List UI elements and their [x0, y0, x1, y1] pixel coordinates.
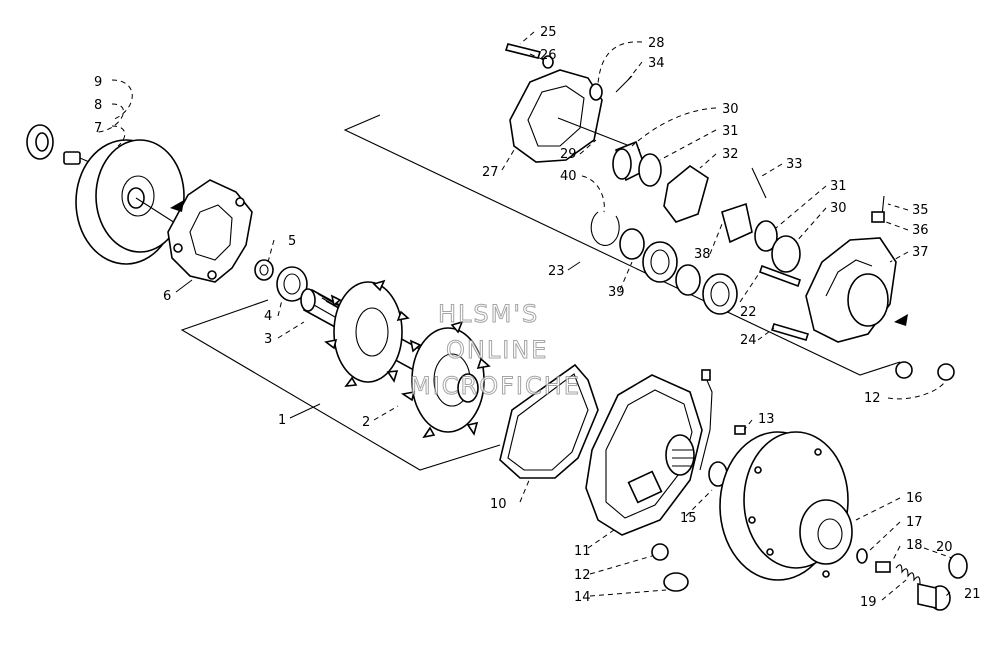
part-5-nut — [254, 259, 274, 281]
part-27-caliper-half — [509, 69, 603, 163]
callout-5: 5 — [288, 234, 296, 249]
callout-12-upper: 12 — [864, 391, 881, 406]
part-24-bolt — [770, 323, 810, 341]
callout-8: 8 — [94, 98, 102, 113]
callout-25: 25 — [540, 25, 557, 40]
callout-13: 13 — [758, 412, 775, 427]
part-31-seal-lower — [754, 220, 778, 252]
part-2-sprocket-right — [400, 320, 491, 439]
part-31-seal-upper — [638, 153, 662, 187]
part-32-brake-pad — [663, 165, 709, 223]
callout-33: 33 — [786, 157, 803, 172]
callout-1: 1 — [278, 413, 286, 428]
part-29-pin — [557, 117, 641, 151]
part-11-gearcase — [585, 374, 703, 536]
part-9-washer — [26, 124, 54, 160]
callout-37: 37 — [912, 245, 929, 260]
part-37-caliper-body — [805, 237, 897, 343]
part-6-bearing-housing — [167, 179, 253, 283]
callout-29: 29 — [560, 147, 577, 162]
direction-arrows — [170, 200, 908, 326]
callout-20: 20 — [936, 540, 953, 555]
part-26-washer — [542, 55, 554, 69]
callout-3: 3 — [264, 332, 272, 347]
callout-23: 23 — [548, 264, 565, 279]
part-20-cap — [948, 553, 968, 579]
callout-30-lower: 30 — [830, 201, 847, 216]
callout-34: 34 — [648, 56, 665, 71]
callout-36: 36 — [912, 223, 929, 238]
callout-28: 28 — [648, 36, 665, 51]
callout-31-upper: 31 — [722, 124, 739, 139]
callout-30-upper: 30 — [722, 102, 739, 117]
watermark-line-2: ONLINE — [446, 336, 548, 364]
callout-2: 2 — [362, 415, 370, 430]
part-40-retaining-ring — [590, 211, 620, 246]
callout-26: 26 — [540, 48, 557, 63]
watermark-line-1: HLSM'S — [438, 300, 539, 328]
part-7-pulley — [75, 139, 237, 265]
part-17-washer — [856, 548, 868, 564]
callout-9: 9 — [94, 75, 102, 90]
callout-22: 22 — [740, 305, 757, 320]
part-22-bolt — [758, 264, 802, 288]
part-15-oring — [699, 369, 728, 487]
watermark-line-3: MICROFICHE — [410, 372, 581, 400]
part-38-shim — [721, 202, 753, 244]
callout-32: 32 — [722, 147, 739, 162]
callout-17: 17 — [906, 515, 923, 530]
part-25-bolt — [504, 43, 542, 59]
callout-15: 15 — [680, 511, 697, 526]
callout-14: 14 — [574, 590, 591, 605]
part-21-cup — [917, 583, 951, 611]
callout-10: 10 — [490, 497, 507, 512]
callout-6: 6 — [163, 289, 171, 304]
callout-labels: 9 8 7 6 5 4 3 1 2 10 11 12 14 15 13 16 1… — [94, 25, 981, 610]
callout-38: 38 — [694, 247, 711, 262]
part-33-pin — [751, 167, 767, 199]
part-39-bearing-set — [619, 228, 738, 315]
part-30-piston-lower — [771, 235, 801, 273]
part-14-seal — [663, 572, 689, 592]
part-16-brake-disc — [719, 431, 853, 581]
callout-16: 16 — [906, 491, 923, 506]
callout-39: 39 — [608, 285, 625, 300]
part-18-bolt — [875, 561, 891, 573]
callout-19: 19 — [860, 595, 877, 610]
callout-7: 7 — [94, 121, 102, 136]
part-13-bolt — [734, 425, 746, 435]
callout-27: 27 — [482, 165, 499, 180]
part-36-fitting — [871, 211, 885, 223]
callout-18: 18 — [906, 538, 923, 553]
callout-21: 21 — [964, 587, 981, 602]
assembly-bracket-23 — [343, 114, 901, 376]
watermark: HLSM'S ONLINE MICROFICHE — [410, 300, 581, 401]
part-10-gasket — [499, 363, 599, 479]
part-12-nut-upper — [895, 361, 955, 381]
part-19-spring — [895, 564, 921, 585]
part-12-nut-lower — [651, 543, 669, 561]
callout-4: 4 — [264, 309, 272, 324]
leader-lines — [97, 31, 953, 601]
callout-31-lower: 31 — [830, 179, 847, 194]
callout-11: 11 — [574, 544, 591, 559]
callout-40: 40 — [560, 169, 577, 184]
part-2-sprocket-left — [324, 279, 410, 387]
assembly-bracket-1 — [180, 299, 501, 471]
callout-35: 35 — [912, 203, 929, 218]
part-28-bracket — [589, 83, 603, 101]
callout-24: 24 — [740, 333, 757, 348]
part-4-bearing — [276, 266, 308, 302]
callout-12-lower: 12 — [574, 568, 591, 583]
